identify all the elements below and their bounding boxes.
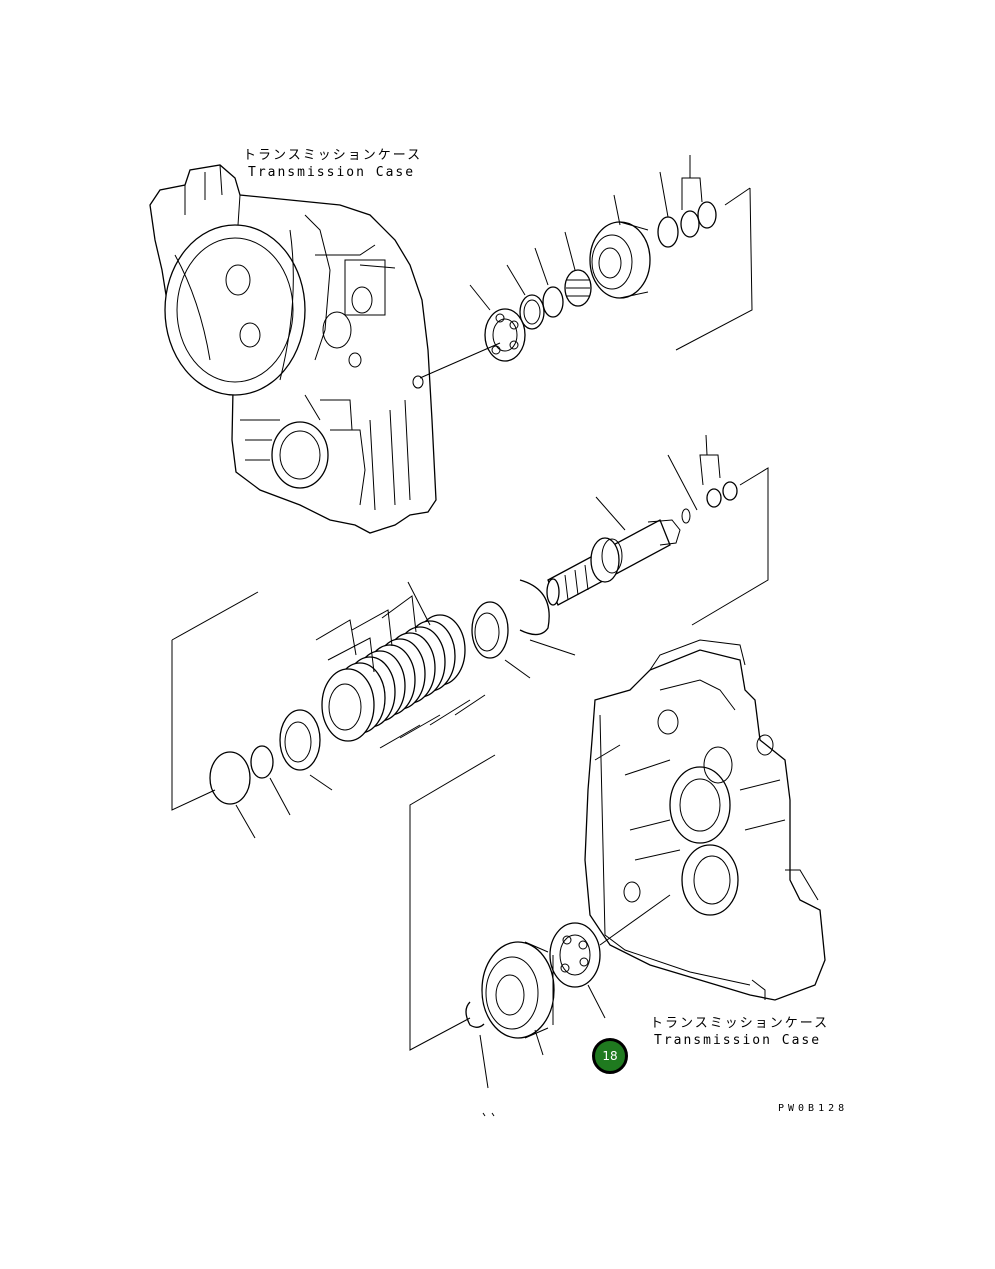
transmission-case-lower: [584, 639, 826, 1001]
part-number-badge[interactable]: 18: [592, 1038, 628, 1074]
badge-number: 18: [602, 1049, 618, 1063]
upper-leaders: [469, 155, 703, 311]
clutch-pack: [171, 579, 576, 839]
case-label-top-en: Transmission Case: [248, 165, 416, 180]
case-label-bottom-en: Transmission Case: [654, 1033, 822, 1048]
upper-shaft-parts: [419, 187, 753, 379]
case-label-top-jp: トランスミッションケース: [243, 148, 423, 163]
transmission-case-upper: [149, 164, 437, 534]
drawing-code: PW0B128: [778, 1103, 849, 1114]
case-label-bottom-jp: トランスミッションケース: [650, 1016, 830, 1031]
lower-gear-parts: [409, 754, 671, 1117]
middle-shaft: [546, 434, 769, 626]
